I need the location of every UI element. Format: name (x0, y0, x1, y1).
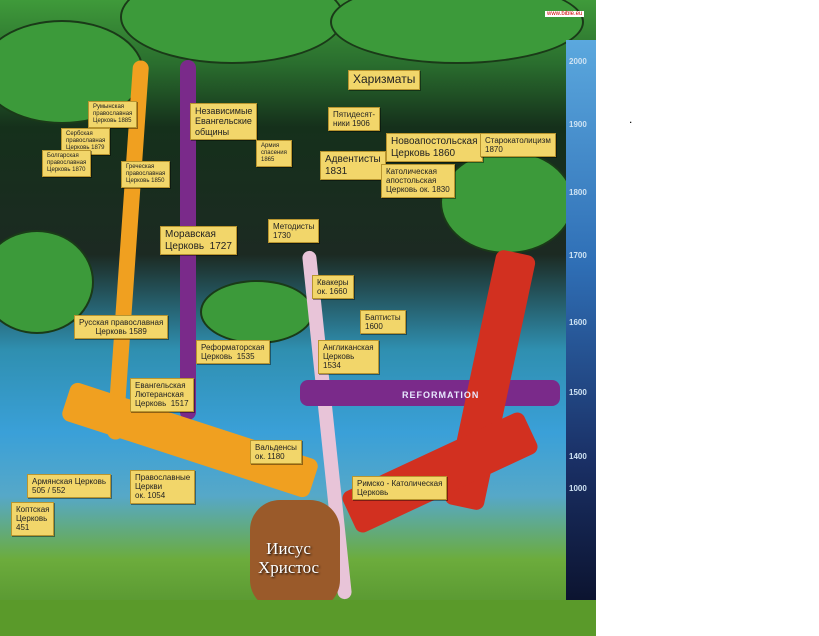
branch-catholic-base (339, 409, 541, 536)
label-charismatics: Харизматы (348, 70, 421, 90)
label-moravian: Моравская Церковь 1727 (160, 226, 237, 255)
label-pentecostals: Пятидесят- ники 1906 (328, 107, 380, 132)
tree-trunk (250, 500, 340, 610)
reformation-label: REFORMATION (402, 390, 480, 400)
year-tick: 1600 (569, 318, 587, 327)
root-label-line: Иисус (266, 539, 311, 558)
label-methodists: Методисты 1730 (268, 219, 320, 244)
label-waldensians: Вальденсы ок. 1180 (250, 440, 302, 465)
side-mark: . (629, 112, 633, 126)
year-tick: 1900 (569, 120, 587, 129)
label-independent: Независимые Евангельские общины (190, 103, 258, 141)
label-bulgarian: Болгарская православная Церковь 1870 (42, 150, 92, 177)
tree-canopy (200, 280, 314, 344)
label-salvation-army: Армия спасения 1865 (256, 140, 292, 167)
label-lutheran: Евангельская Лютеранская Церковь 1517 (130, 378, 194, 412)
branch-reformation (300, 380, 560, 406)
year-tick: 1800 (569, 188, 587, 197)
label-orthodox: Православные Церкви ок. 1054 (130, 470, 196, 504)
label-adventists: Адвентисты 1831 (320, 151, 386, 180)
label-roman-catholic: Римско - Католическая Церковь (352, 476, 448, 501)
label-russian: Русская православная Церковь 1589 (74, 315, 169, 340)
label-reformed: Реформаторская Церковь 1535 (196, 340, 270, 365)
label-catholic-apostolic: Католическая апостольская Церковь ок. 18… (381, 164, 455, 198)
grass (0, 600, 596, 636)
church-tree-poster: 2000 1900 1800 1700 1600 1500 1400 1000 … (0, 0, 596, 636)
label-baptists: Баптисты 1600 (360, 310, 406, 335)
tree-canopy (0, 20, 144, 124)
label-new-apostolic: Новоапостольская Церковь 1860 (386, 133, 483, 162)
year-tick: 1400 (569, 452, 587, 461)
label-greek: Греческая православная Церковь 1850 (121, 161, 171, 188)
year-tick: 1000 (569, 484, 587, 493)
label-anglican: Англиканская Церковь 1534 (318, 340, 379, 374)
root-label-line: Христос (258, 557, 320, 577)
year-scale (566, 40, 596, 600)
year-tick: 1500 (569, 388, 587, 397)
tree-canopy (330, 0, 584, 64)
label-quakers: Квакеры ок. 1660 (312, 275, 354, 300)
label-coptic: Коптская Церковь 451 (11, 502, 55, 536)
label-armenian: Армянская Церковь 505 / 552 (27, 474, 111, 499)
year-tick: 2000 (569, 57, 587, 66)
label-old-catholic: Старокатолицизм 1870 (480, 133, 556, 158)
label-romanian: Румынская православная Церковь 1885 (88, 101, 138, 128)
year-tick: 1700 (569, 251, 587, 260)
watermark: www.bible.eu (545, 11, 585, 17)
tree-canopy (120, 0, 344, 64)
tree-canopy (440, 150, 574, 254)
